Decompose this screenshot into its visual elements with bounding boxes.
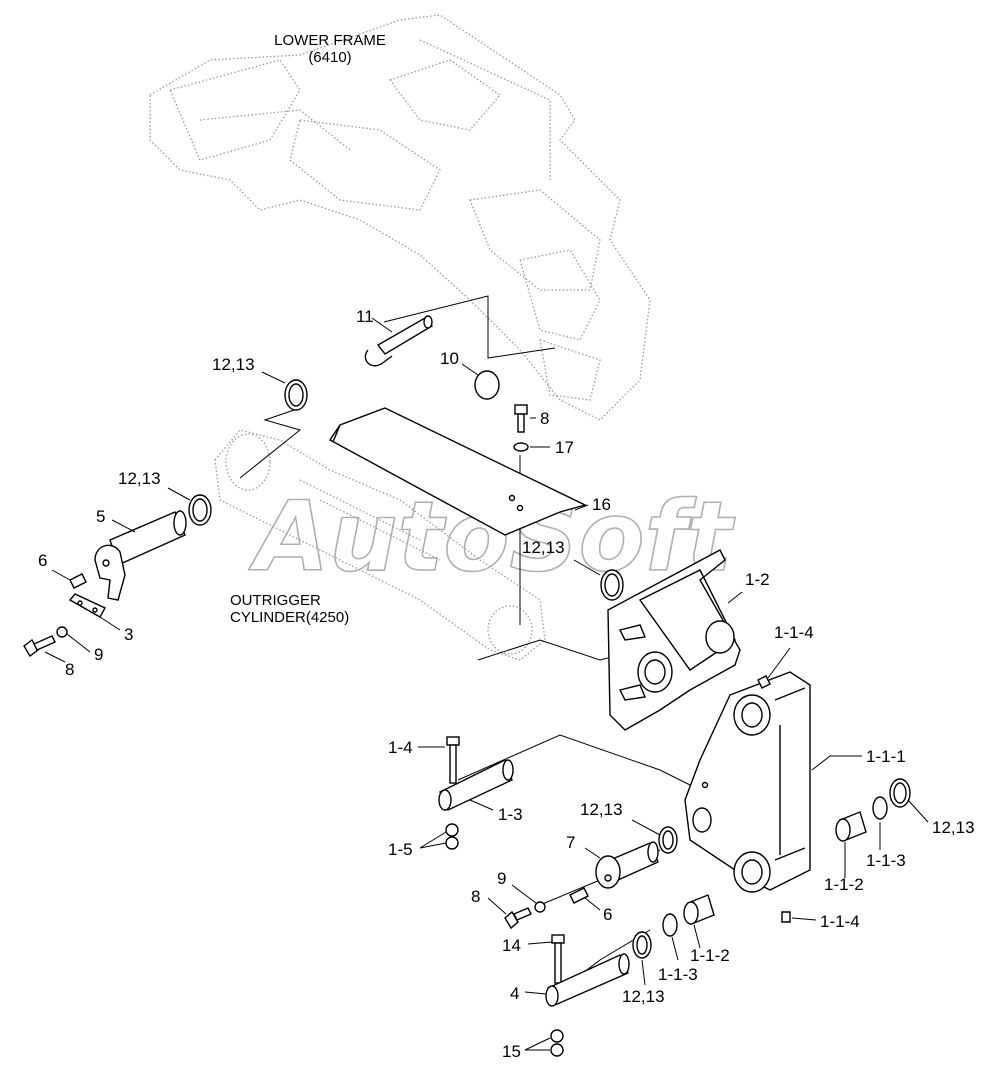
callout-12-13-b: 12,13 [118, 469, 161, 488]
callout-17: 17 [555, 438, 574, 457]
callout-16: 16 [592, 495, 611, 514]
washer-9-left [56, 626, 68, 638]
pin-7 [595, 841, 659, 889]
bolt-8-top [514, 404, 528, 433]
lower-frame-label: LOWER FRAME (6410) [274, 32, 386, 66]
callout-8-b: 8 [65, 660, 74, 679]
callout-6-b: 6 [603, 905, 612, 924]
callout-1-3: 1-3 [498, 805, 523, 824]
callout-15: 15 [502, 1042, 521, 1061]
callout-10: 10 [440, 349, 459, 368]
cap-10 [474, 370, 500, 400]
callout-12-13-d: 12,13 [580, 800, 623, 819]
callout-8-c: 8 [471, 887, 480, 906]
nipple-6-lower [569, 887, 589, 904]
callout-3: 3 [124, 625, 133, 644]
callout-1-1-2-a: 1-1-2 [824, 875, 864, 894]
bolt-8-lower [504, 907, 532, 930]
leader-lines [44, 317, 929, 1051]
nuts-1-5 [445, 823, 459, 850]
bolt-1-4 [446, 736, 460, 784]
nuts-15 [550, 1029, 564, 1057]
ring-1-1-3-upper [872, 796, 888, 820]
callout-12-13-f: 12,13 [622, 987, 665, 1006]
callout-12-13-c: 12,13 [522, 538, 565, 557]
callout-8-a: 8 [540, 409, 549, 428]
callout-1-1-4-b: 1-1-4 [820, 912, 860, 931]
callout-1-4: 1-4 [388, 738, 413, 757]
svg-text:(6410): (6410) [308, 49, 351, 66]
washer-17 [513, 442, 529, 452]
shim-12-13-bottom [632, 931, 652, 959]
callout-1-1-3-a: 1-1-3 [866, 851, 906, 870]
pin-4 [545, 953, 630, 1007]
callout-7: 7 [566, 833, 575, 852]
shim-12-13-far-right [889, 778, 911, 808]
pin-11 [364, 315, 434, 367]
pin-5 [94, 510, 187, 601]
lock-plate-3 [68, 593, 106, 618]
lower-frame-outline [149, 14, 651, 421]
callout-1-1-3-b: 1-1-3 [658, 965, 698, 984]
callout-1-5: 1-5 [388, 840, 413, 859]
callout-14: 14 [502, 936, 521, 955]
outrigger-cylinder-outline [214, 429, 546, 661]
arm-1-1-1 [684, 671, 811, 893]
bolt-14 [551, 934, 565, 984]
callout-9-a: 9 [94, 645, 103, 664]
outrigger-cylinder-label: OUTRIGGER CYLINDER(4250) [230, 592, 349, 626]
callouts: 11 10 12,13 8 17 12,13 16 5 12,13 6 1-2 … [38, 307, 975, 1061]
callout-12-13-e: 12,13 [932, 818, 975, 837]
callout-9-b: 9 [497, 869, 506, 888]
washer-9-lower [534, 901, 546, 913]
fitting-1-1-4-bottom [781, 911, 791, 923]
callout-11: 11 [356, 307, 374, 326]
plate-16 [328, 407, 587, 536]
callout-12-13-a: 12,13 [212, 355, 255, 374]
shim-12-13-middle [600, 569, 624, 601]
callout-4: 4 [510, 984, 519, 1003]
bushing-1-1-2-lower [683, 894, 715, 925]
callout-1-1-4-a: 1-1-4 [774, 623, 814, 642]
callout-1-1-1: 1-1-1 [866, 747, 906, 766]
callout-1-1-2-b: 1-1-2 [690, 946, 730, 965]
ring-1-1-3-lower [662, 913, 678, 937]
shim-12-13-upper [284, 379, 308, 411]
bushing-1-1-2-upper [835, 811, 867, 842]
callout-1-2: 1-2 [745, 570, 770, 589]
svg-text:LOWER FRAME: LOWER FRAME [274, 32, 386, 49]
svg-text:CYLINDER(4250): CYLINDER(4250) [230, 609, 349, 626]
callout-6-a: 6 [38, 551, 47, 570]
shim-12-13-left [188, 494, 212, 526]
callout-5: 5 [96, 507, 105, 526]
bracket-1-2 [607, 549, 741, 731]
nipple-6-left [69, 573, 87, 589]
bolt-8-left [23, 635, 56, 658]
fitting-1-1-4-top [757, 675, 771, 689]
svg-text:OUTRIGGER: OUTRIGGER [230, 592, 321, 609]
pin-1-3 [438, 759, 514, 811]
shim-12-13-arm [658, 826, 678, 854]
